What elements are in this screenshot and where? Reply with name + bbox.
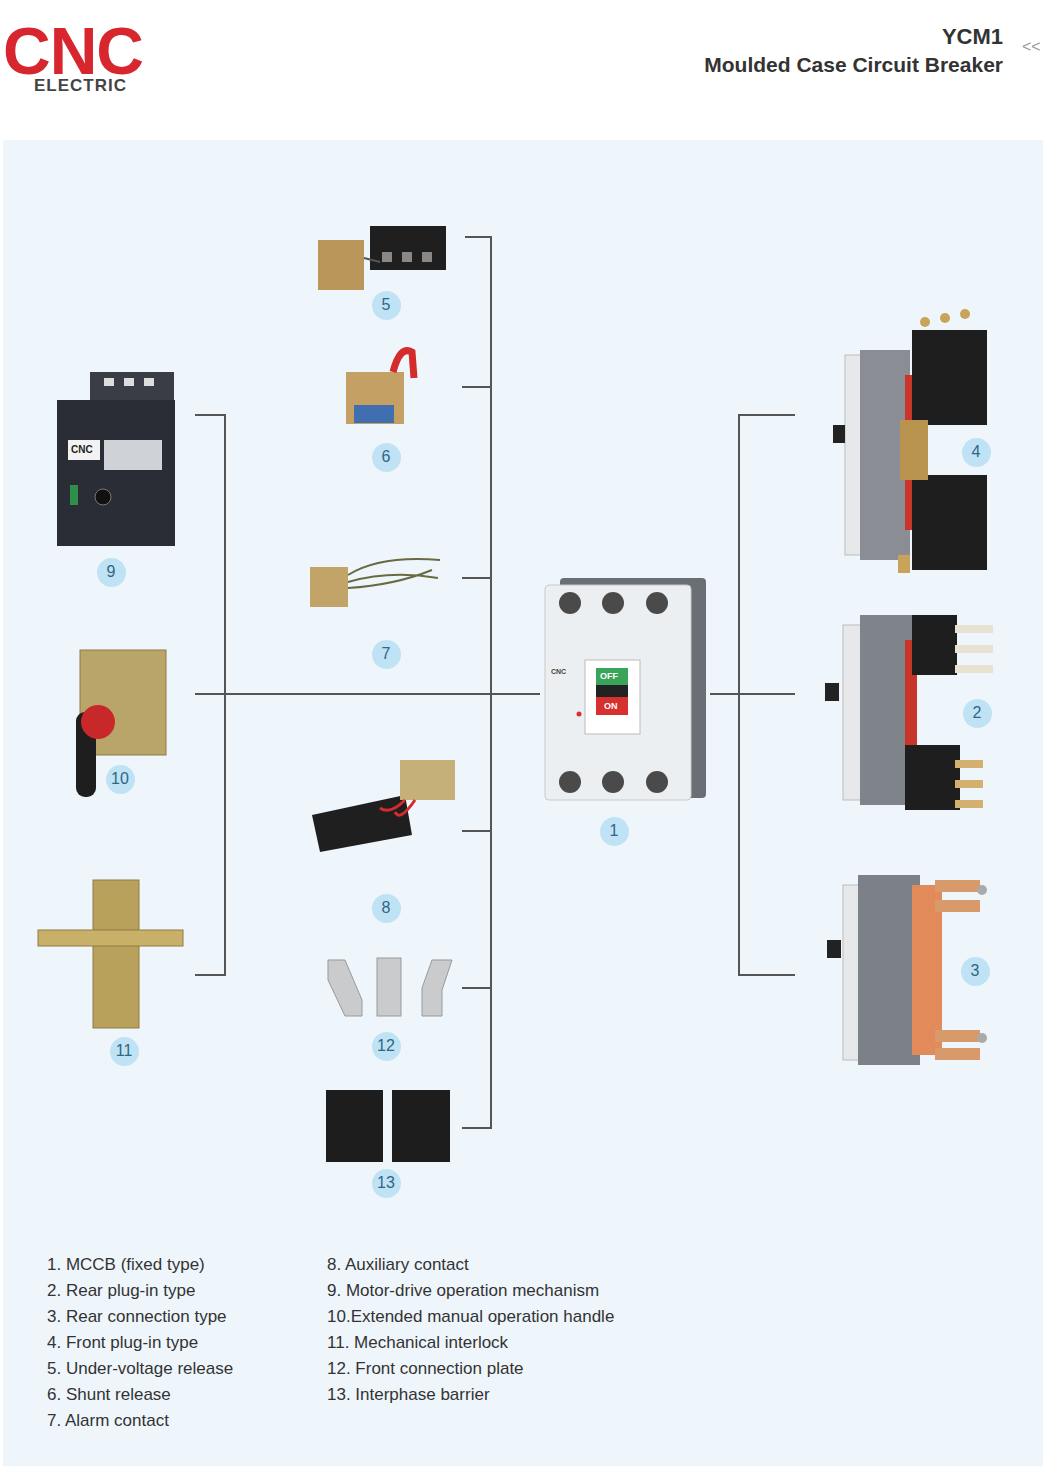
mechanical-interlock-picture [38, 880, 183, 1028]
callout-number: 13 [377, 1175, 395, 1191]
list-item: 8. Auxiliary contact [327, 1255, 469, 1275]
callout-circle: 5 [372, 291, 401, 320]
front-plug-in-picture [833, 309, 987, 573]
callout-number: 4 [972, 444, 981, 460]
list-item: 3. Rear connection type [47, 1307, 227, 1327]
list-item: 1. MCCB (fixed type) [47, 1255, 205, 1275]
device-logo: CNC [71, 444, 93, 456]
callout-number: 1 [610, 823, 619, 839]
list-item: 6. Shunt release [47, 1385, 171, 1405]
list-item: 9. Motor-drive operation mechanism [327, 1281, 599, 1301]
rear-plug-in-picture [825, 615, 993, 810]
list-item: 13. Interphase barrier [327, 1385, 490, 1405]
brand-subtitle: ELECTRIC [34, 76, 127, 96]
extended-handle-picture [76, 650, 166, 797]
interphase-barrier-picture [326, 1090, 450, 1162]
page-mark: << [1022, 38, 1041, 56]
callout-number: 5 [382, 297, 391, 313]
callout-circle: 7 [372, 640, 401, 669]
list-item: 5. Under-voltage release [47, 1359, 233, 1379]
auxiliary-contact-picture [312, 760, 455, 852]
callout-circle: 10 [106, 765, 135, 794]
diagram-title: Moulded Case Circuit Breaker [704, 53, 1003, 77]
list-item: 2. Rear plug-in type [47, 1281, 195, 1301]
callout-circle: 12 [372, 1032, 401, 1061]
callout-circle: 4 [962, 438, 991, 467]
handle-state: OFF [600, 671, 618, 681]
callout-number: 12 [377, 1038, 395, 1054]
callout-number: 2 [973, 705, 982, 721]
callout-circle: 9 [97, 558, 126, 587]
motor-drive-picture [57, 372, 175, 546]
callout-number: 7 [382, 646, 391, 662]
connection-plate-picture [328, 958, 452, 1016]
callout-circle: 11 [110, 1037, 139, 1066]
callout-number: 10 [111, 771, 129, 787]
callout-circle: 1 [600, 817, 629, 846]
callout-number: 11 [116, 1043, 133, 1059]
device-logo: CNC [551, 668, 566, 676]
model-name: YCM1 [942, 24, 1003, 49]
alarm-contact-picture [310, 559, 440, 607]
callout-number: 6 [382, 449, 391, 465]
callout-circle: 13 [372, 1169, 401, 1198]
callout-number: 3 [971, 963, 980, 979]
list-item: 10.Extended manual operation handle [327, 1307, 614, 1327]
list-item: 7. Alarm contact [47, 1411, 169, 1431]
shunt-release-picture [346, 351, 414, 424]
callout-number: 8 [382, 900, 391, 916]
callout-number: 9 [107, 564, 116, 580]
handle-state: ON [604, 701, 618, 711]
mccb-picture [545, 578, 706, 800]
list-item: 11. Mechanical interlock [327, 1333, 508, 1353]
under-voltage-release-picture [318, 226, 446, 290]
callout-circle: 6 [372, 443, 401, 472]
callout-circle: 2 [963, 699, 992, 728]
list-item: 12. Front connection plate [327, 1359, 524, 1379]
list-item: 4. Front plug-in type [47, 1333, 198, 1353]
panel-ground [3, 140, 1043, 1466]
bracket-lines [195, 236, 795, 1129]
callout-circle: 8 [372, 894, 401, 923]
callout-circle: 3 [961, 957, 990, 986]
